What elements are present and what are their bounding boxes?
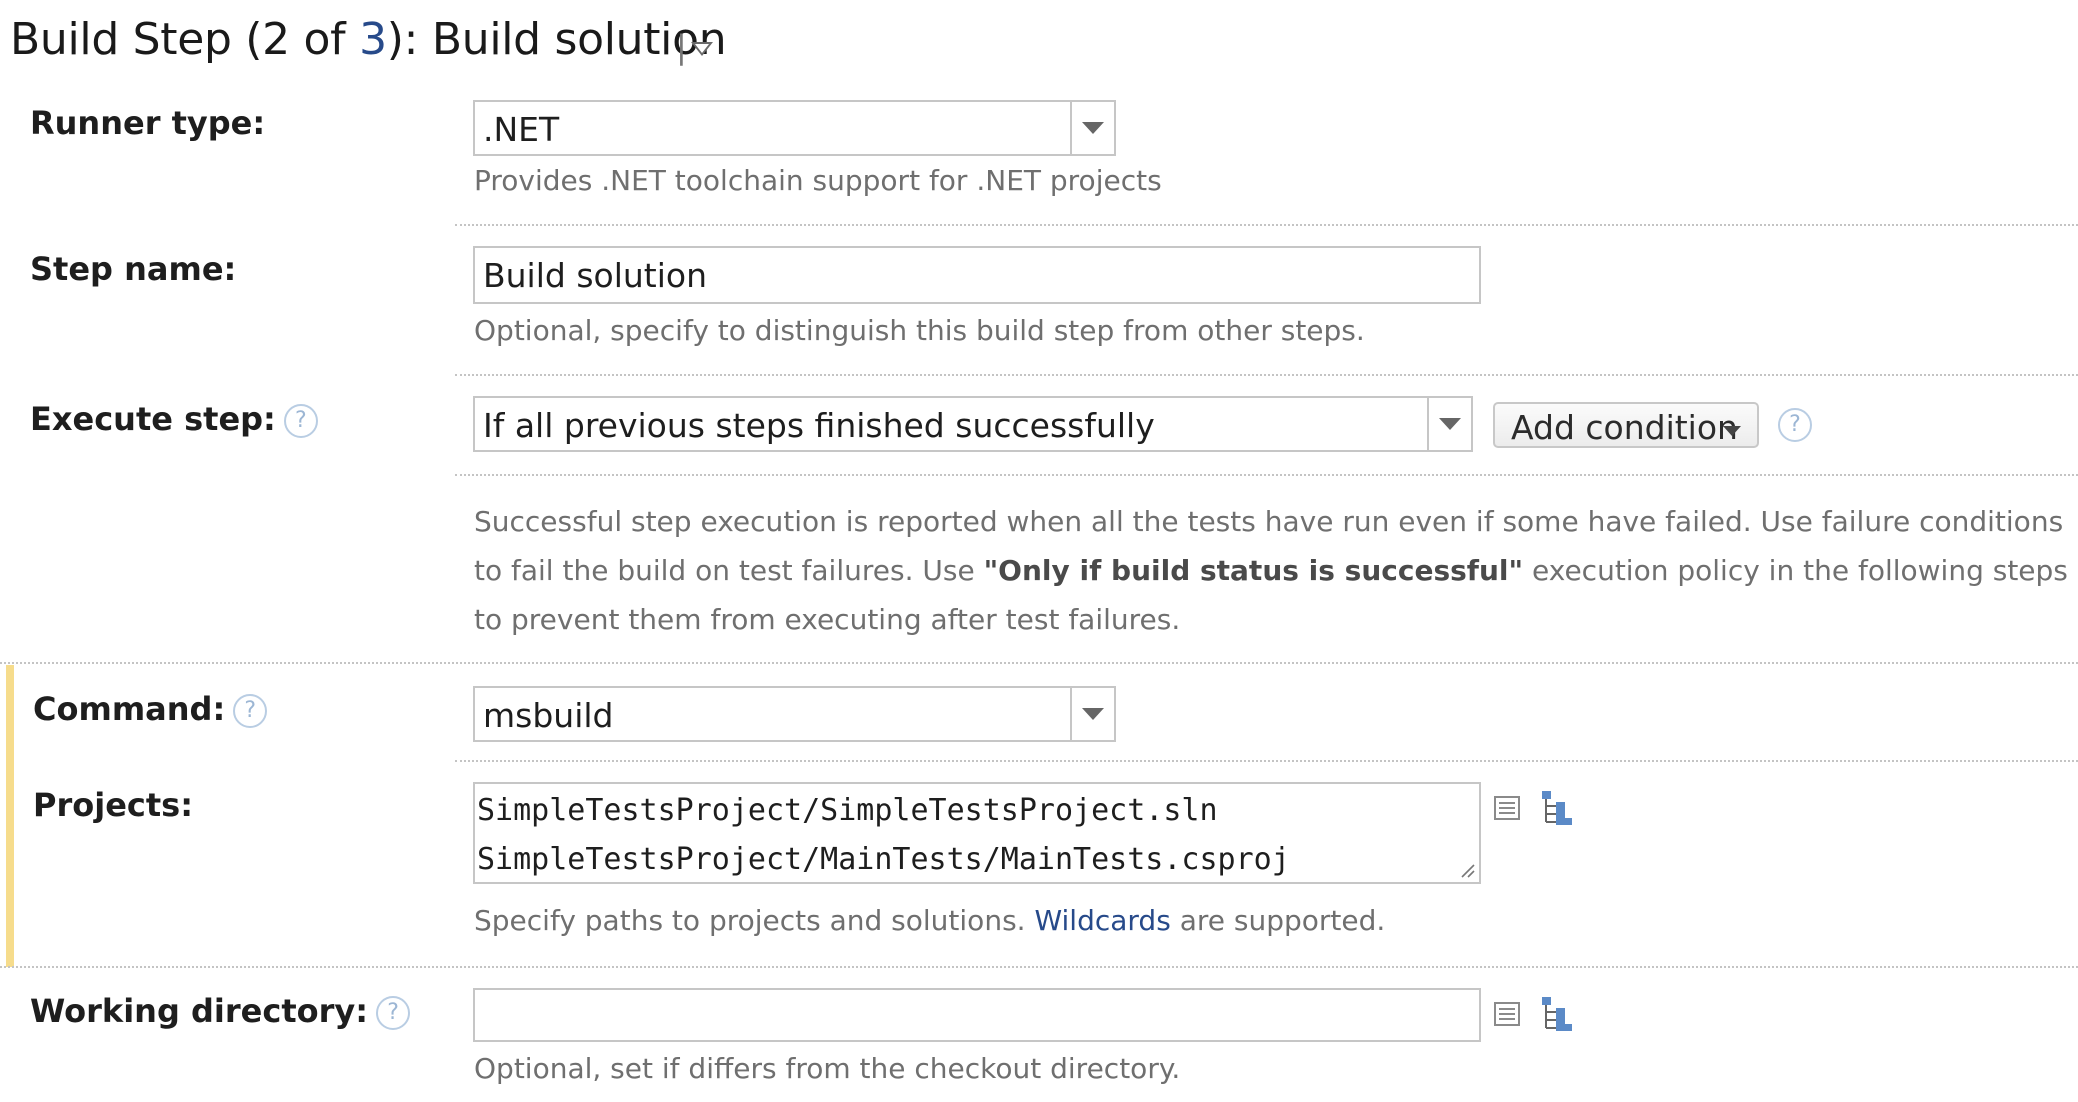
tree-picker-icon[interactable] — [1540, 790, 1574, 826]
title-suffix: ): Build solution — [386, 14, 727, 65]
runner-type-value: .NET — [483, 110, 560, 149]
execute-step-value: If all previous steps finished successfu… — [483, 406, 1155, 445]
runner-type-hint: Provides .NET toolchain support for .NET… — [474, 164, 1162, 197]
divider — [455, 224, 2078, 226]
execute-step-label: Execute step:? — [30, 400, 318, 438]
divider — [455, 760, 2078, 762]
working-directory-label-text: Working directory: — [30, 992, 369, 1030]
projects-hint: Specify paths to projects and solutions.… — [474, 904, 1385, 937]
execute-step-select[interactable]: If all previous steps finished successfu… — [473, 396, 1473, 452]
chevron-down-icon[interactable] — [1070, 102, 1114, 154]
tree-picker-icon[interactable] — [1540, 996, 1574, 1032]
add-condition-help[interactable]: ? — [1778, 408, 1812, 442]
note-bold-policy: "Only if build status is successful" — [983, 554, 1524, 587]
page-title: Build Step (2 of 3): Build solution — [10, 14, 727, 65]
projects-line: SimpleTestsProject/MainTests/MainTests.c… — [477, 842, 1290, 877]
projects-textarea[interactable]: SimpleTestsProject/SimpleTestsProject.sl… — [473, 782, 1481, 884]
list-editor-icon[interactable] — [1494, 1002, 1520, 1026]
title-separator: | — [676, 28, 687, 66]
total-steps-link[interactable]: 3 — [359, 14, 387, 65]
add-condition-label: Add condition — [1511, 408, 1738, 447]
divider — [455, 374, 2078, 376]
step-menu-toggle[interactable]: | — [676, 28, 713, 66]
note-text-1: Successful step execution is reported wh… — [474, 505, 2064, 587]
modified-section-marker — [6, 665, 14, 967]
working-directory-label: Working directory:? — [30, 992, 411, 1030]
projects-line: SimpleTestsProject/SimpleTestsProject.sl… — [477, 793, 1218, 828]
command-value: msbuild — [483, 696, 614, 735]
title-prefix: Build Step (2 of — [10, 14, 360, 65]
divider — [0, 662, 2078, 664]
runner-type-select[interactable]: .NET — [473, 100, 1116, 156]
help-icon[interactable]: ? — [376, 996, 411, 1030]
execute-step-note: Successful step execution is reported wh… — [474, 497, 2074, 644]
working-directory-input[interactable] — [473, 988, 1481, 1042]
step-name-value: Build solution — [483, 256, 708, 295]
projects-hint-suffix: are supported. — [1170, 904, 1386, 937]
projects-hint-prefix: Specify paths to projects and solutions. — [474, 904, 1035, 937]
wildcards-link[interactable]: Wildcards — [1034, 904, 1171, 937]
chevron-down-icon[interactable] — [1070, 688, 1114, 740]
help-icon[interactable]: ? — [233, 694, 268, 728]
help-icon[interactable]: ? — [1778, 408, 1812, 442]
step-name-label: Step name: — [30, 250, 237, 288]
command-label-text: Command: — [33, 690, 226, 728]
triangle-down-icon — [690, 42, 713, 56]
chevron-down-icon[interactable] — [1427, 398, 1471, 450]
note-text-2: execution policy in the following steps … — [474, 554, 2068, 636]
projects-label: Projects: — [33, 786, 193, 824]
divider — [0, 966, 2078, 968]
command-select[interactable]: msbuild — [473, 686, 1116, 742]
execute-step-label-text: Execute step: — [30, 400, 276, 438]
resize-handle-icon[interactable] — [1459, 862, 1475, 878]
step-name-hint: Optional, specify to distinguish this bu… — [474, 314, 1365, 347]
divider — [455, 474, 2078, 476]
caret-down-icon — [1723, 426, 1741, 436]
list-editor-icon[interactable] — [1494, 796, 1520, 820]
command-label: Command:? — [33, 690, 268, 728]
help-icon[interactable]: ? — [283, 404, 318, 438]
runner-type-label: Runner type: — [30, 104, 266, 142]
add-condition-button[interactable]: Add condition — [1493, 402, 1759, 448]
working-directory-hint: Optional, set if differs from the checko… — [474, 1052, 1181, 1085]
step-name-input[interactable]: Build solution — [473, 246, 1481, 304]
